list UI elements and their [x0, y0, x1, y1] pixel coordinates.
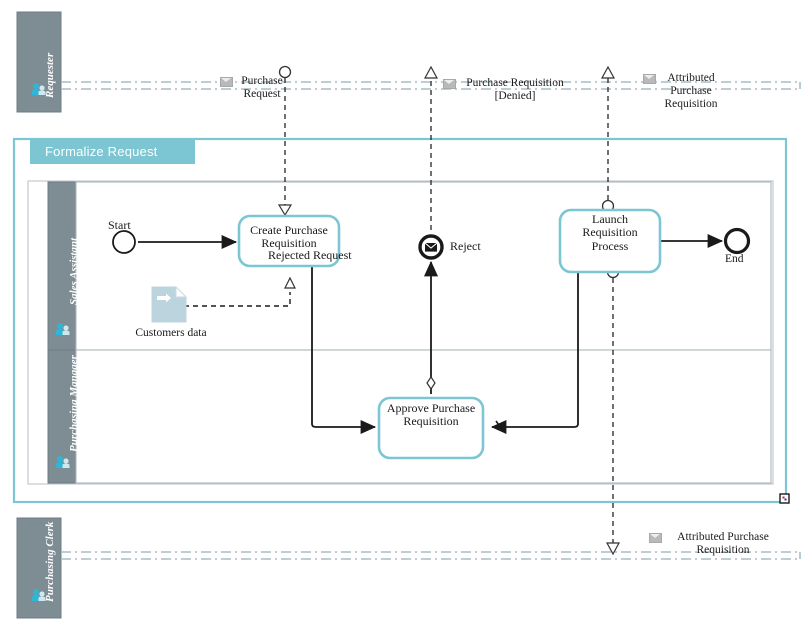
- pool-requester[interactable]: [16, 11, 62, 113]
- pool-formalize-request-label: Formalize Request: [45, 144, 158, 159]
- end-event[interactable]: [723, 227, 751, 255]
- start-event-label: Start: [108, 218, 131, 232]
- flow-approve-to-launch[interactable]: [490, 270, 579, 435]
- start-event[interactable]: [112, 230, 136, 254]
- flow-create-to-approve[interactable]: [311, 266, 377, 435]
- data-object-customers-data[interactable]: [151, 285, 188, 323]
- conditional-flow-marker-approve-to-reject: [426, 375, 436, 391]
- msg-envelope-icon-purchase-request: [220, 77, 233, 87]
- reject-message-end-event[interactable]: [418, 234, 444, 260]
- task-label-create-purchase-requisition: Create Purchase Requisition: [250, 223, 328, 251]
- task-approve-purchase-requisition[interactable]: [377, 396, 485, 460]
- pool-purchasing-clerk[interactable]: [16, 517, 62, 619]
- msg-envelope-icon-purchase-requisition-denied: [443, 79, 456, 89]
- data-association-arrowhead: [284, 276, 296, 289]
- msg-envelope-icon-attributed-purchase-requisition-top: [643, 74, 656, 84]
- reject-end-event-label: Reject: [450, 239, 481, 253]
- default-flow-marker-approve-to-launch: [495, 420, 505, 433]
- message-flow-label-attributed-purchase-requisition-bottom: Attributed Purchase Requisition: [677, 531, 769, 556]
- end-event-label: End: [725, 253, 744, 265]
- task-create-purchase-requisition[interactable]: [237, 214, 341, 268]
- message-flow-purchase-requisition-denied[interactable]: [423, 65, 439, 230]
- lane-sales-assistant-participant-icon: [55, 322, 71, 336]
- message-flow-label-purchase-request: Purchase Request: [241, 75, 283, 100]
- lane-purchasing-manager-label: Purchasing Manager: [68, 355, 80, 452]
- message-flow-label-purchase-requisition-denied: Purchase Requisition [Denied]: [466, 77, 564, 102]
- process-frame: [27, 180, 774, 485]
- pool-requester-participant-icon: [31, 82, 47, 96]
- pool-purchasing-clerk-participant-icon: [31, 588, 47, 602]
- message-flow-purchase-request[interactable]: [277, 65, 293, 217]
- task-launch-requisition-process[interactable]: [558, 208, 662, 274]
- data-object-label-customers-data: Customers data: [135, 327, 207, 339]
- task-label-approve-purchase-requisition: Approve Purchase Requisition: [386, 401, 476, 429]
- lane-sales-assistant-label: Sales Assistant: [68, 237, 80, 305]
- message-flow-label-attributed-purchase-requisition-top: Attributed Purchase Requisition: [664, 72, 718, 110]
- lane-purchasing-manager-participant-icon: [55, 455, 71, 469]
- resize-handle-icon[interactable]: [779, 493, 790, 504]
- msg-envelope-icon-attributed-purchase-requisition-bottom: [649, 533, 662, 543]
- lane-sales-assistant[interactable]: [47, 181, 772, 351]
- task-label-launch-requisition-process: Launch Requisition Process: [582, 212, 638, 253]
- flow-label-rejected-request: Rejected Request: [268, 248, 352, 262]
